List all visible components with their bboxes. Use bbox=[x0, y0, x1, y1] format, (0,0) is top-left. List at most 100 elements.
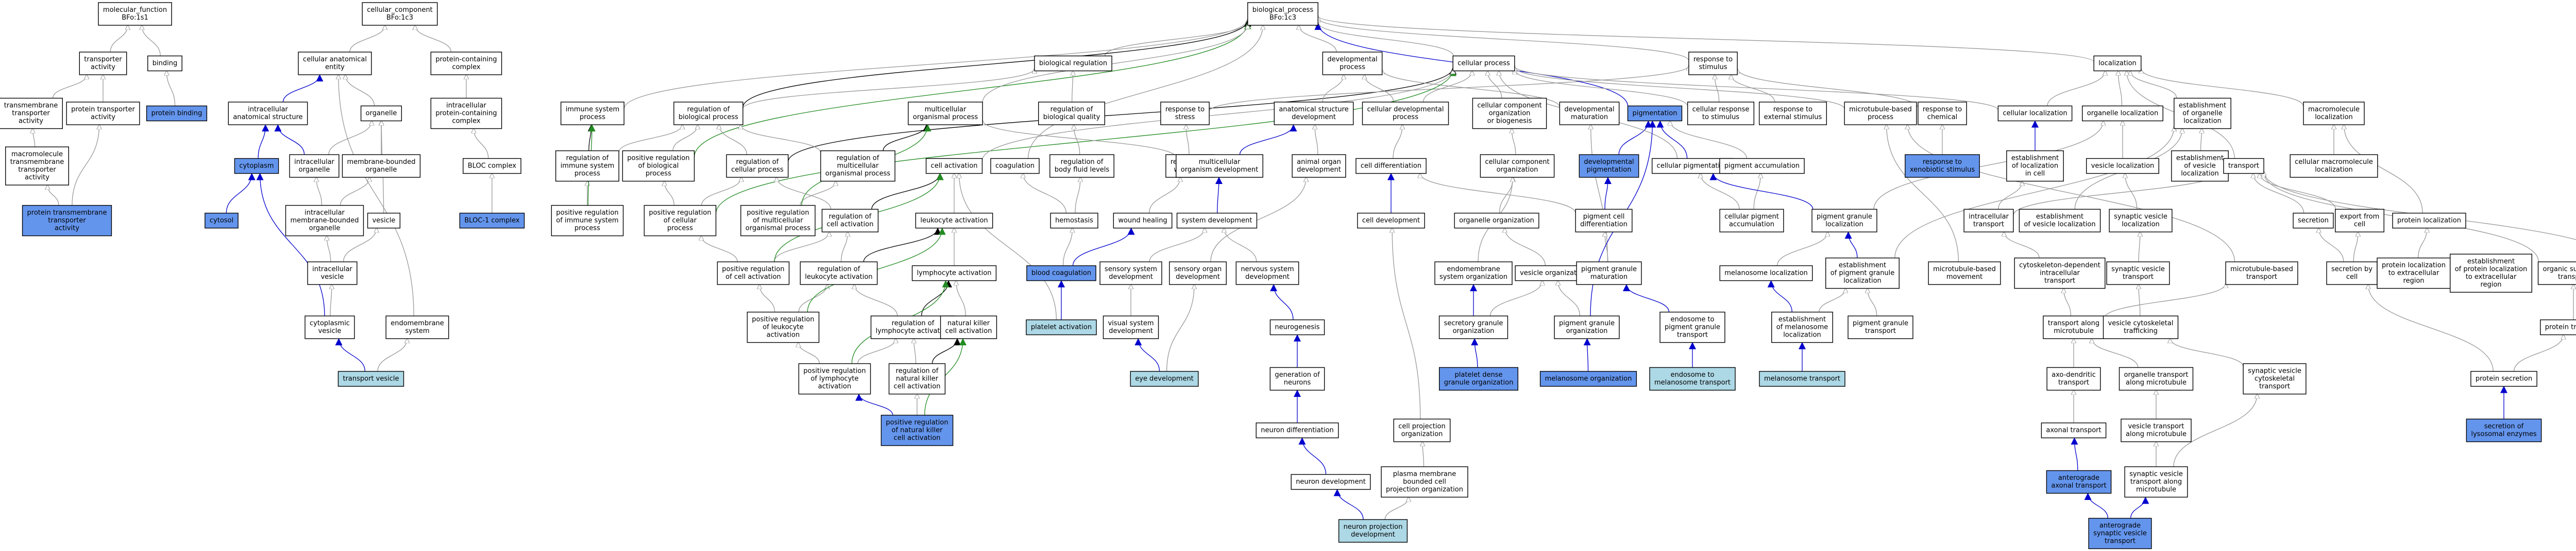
go-term-node[interactable]: melanosome transport bbox=[1759, 371, 1845, 387]
go-term-node[interactable]: localization bbox=[2093, 55, 2142, 72]
go-term-node[interactable]: coagulation bbox=[990, 158, 1040, 174]
go-term-node[interactable]: vesicle localization bbox=[2086, 158, 2159, 174]
go-term-node[interactable]: cytoplasm bbox=[234, 158, 279, 174]
go-term-node[interactable]: BLOC-1 complex bbox=[459, 212, 525, 229]
go-term-node[interactable]: vesicle bbox=[367, 212, 401, 229]
go-term-node[interactable]: transport bbox=[2223, 158, 2264, 174]
go-term-node[interactable]: cytoskeleton-dependentintracellulartrans… bbox=[2014, 257, 2106, 289]
go-term-node[interactable]: organelle organization bbox=[1454, 212, 1539, 229]
go-term-node[interactable]: neuron development bbox=[1291, 474, 1371, 490]
go-term-node[interactable]: melanosome localization bbox=[1719, 265, 1813, 281]
go-term-node[interactable]: blood coagulation bbox=[1026, 265, 1096, 281]
go-term-node[interactable]: organelle bbox=[360, 105, 402, 122]
go-term-node[interactable]: pigment accumulation bbox=[1719, 158, 1805, 174]
go-term-node[interactable]: leukocyte activation bbox=[915, 212, 993, 229]
go-term-node[interactable]: cellular pigmentation bbox=[1651, 158, 1734, 174]
go-term-node[interactable]: cell development bbox=[1357, 212, 1425, 229]
go-term-node[interactable]: axonal transport bbox=[2041, 422, 2107, 439]
go-term-node[interactable]: system development bbox=[1176, 212, 1258, 229]
go-term-node[interactable]: neuron differentiation bbox=[1256, 422, 1339, 439]
go-term-node[interactable]: cytosol bbox=[205, 212, 239, 229]
go-term-node[interactable]: secretion bbox=[2293, 212, 2334, 229]
go-term-node[interactable]: organelle localization bbox=[2082, 105, 2163, 122]
go-term-node[interactable]: cellular process bbox=[1452, 55, 1515, 72]
go-term-node[interactable]: cell differentiation bbox=[1355, 158, 1427, 174]
go-term-node[interactable]: organic substancetransport bbox=[2537, 261, 2576, 285]
go-term-node[interactable]: cell activation bbox=[925, 158, 983, 174]
go-term-node[interactable]: protein transport bbox=[2540, 319, 2576, 336]
go-term-node[interactable]: platelet activation bbox=[1026, 319, 1097, 336]
